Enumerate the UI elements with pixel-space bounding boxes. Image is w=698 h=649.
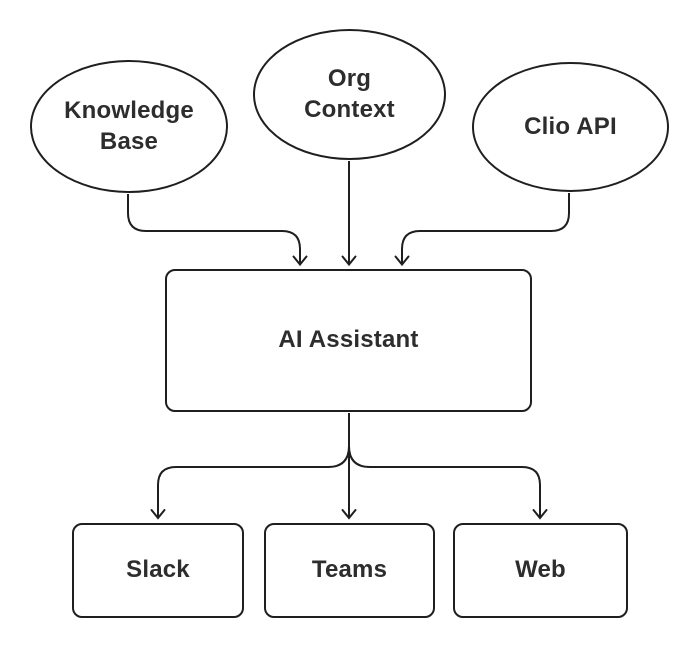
node-clio-api-label: Clio API	[524, 112, 617, 140]
node-web-label: Web	[515, 556, 566, 584]
edge-ai-assistant-to-slack	[150, 445, 350, 520]
node-knowledge-base: Knowledge Base	[30, 60, 228, 193]
node-slack: Slack	[72, 523, 244, 618]
node-org-context-label: Org Context	[304, 64, 395, 123]
edge-ai-assistant-to-web	[348, 445, 548, 520]
node-ai-assistant-label: AI Assistant	[278, 326, 419, 354]
node-knowledge-base-label: Knowledge Base	[64, 96, 194, 155]
node-ai-assistant: AI Assistant	[165, 269, 532, 412]
node-web: Web	[453, 523, 628, 618]
edge-ai-assistant-to-teams	[341, 413, 357, 520]
node-org-context: Org Context	[253, 29, 446, 160]
node-teams: Teams	[264, 523, 435, 618]
edge-knowledge-base-to-ai-assistant	[127, 194, 308, 267]
node-clio-api: Clio API	[472, 62, 669, 192]
edge-org-context-to-ai-assistant	[341, 161, 357, 267]
node-teams-label: Teams	[311, 556, 388, 584]
node-slack-label: Slack	[126, 556, 190, 584]
edge-clio-api-to-ai-assistant	[394, 193, 570, 267]
